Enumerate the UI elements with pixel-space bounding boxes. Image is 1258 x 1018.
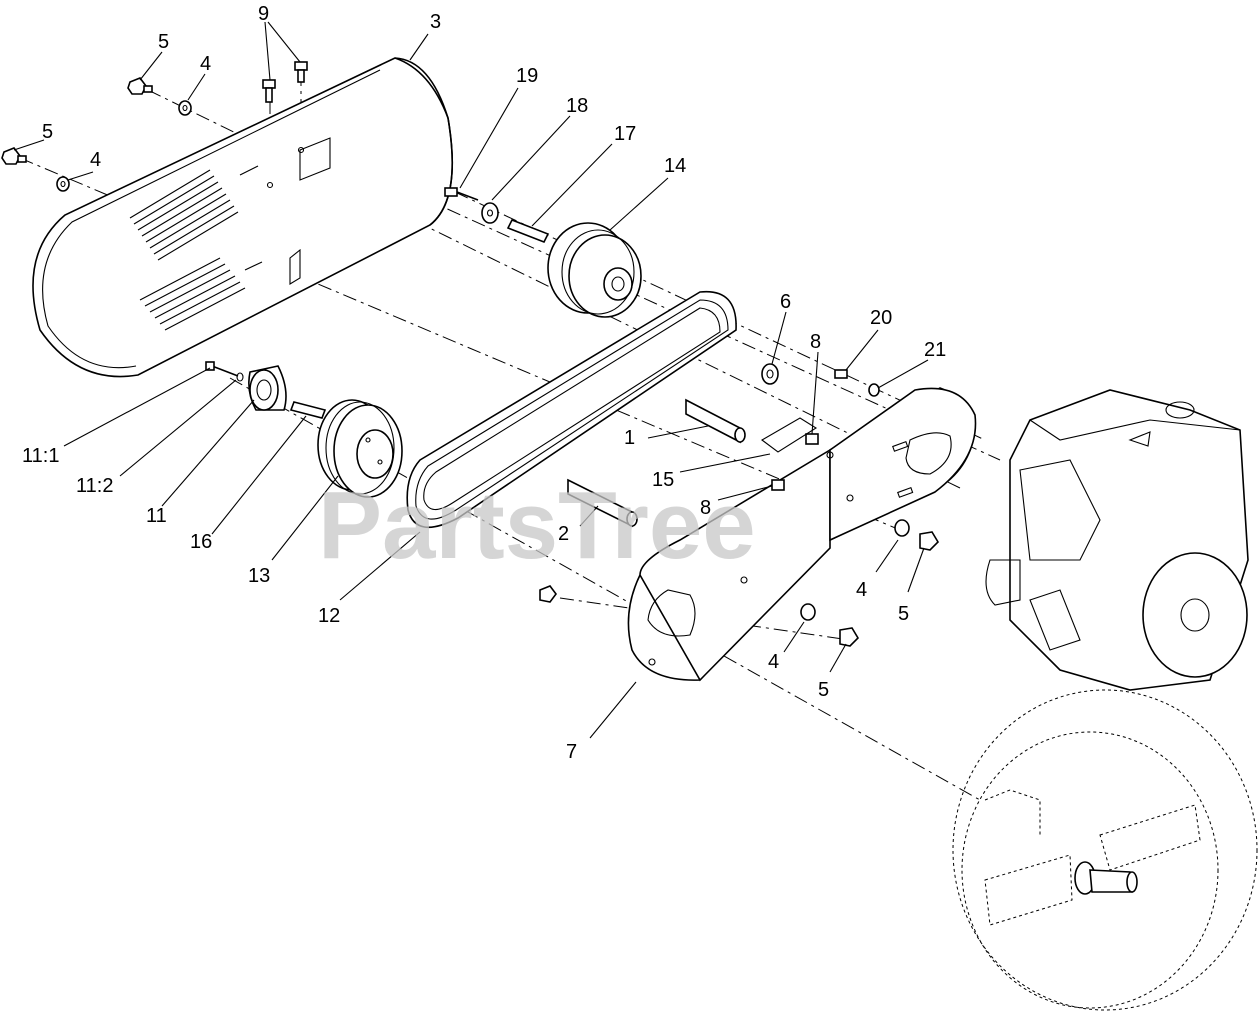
callout-7: 7 xyxy=(566,741,577,763)
callout-5-right: 5 xyxy=(898,603,909,625)
callout-11: 11 xyxy=(146,505,167,527)
callout-20: 20 xyxy=(870,307,892,329)
fan-housing xyxy=(952,689,1258,1011)
callout-5-lower: 5 xyxy=(818,679,829,701)
belt-guard xyxy=(32,57,454,378)
v-belt xyxy=(406,290,737,529)
callout-19: 19 xyxy=(516,65,538,87)
callout-8-lower: 8 xyxy=(700,497,711,519)
callout-13: 13 xyxy=(248,565,270,587)
callout-11-2: 11:2 xyxy=(76,475,113,497)
callout-5-top: 5 xyxy=(158,31,169,53)
callout-5-left: 5 xyxy=(42,121,53,143)
shafts xyxy=(567,398,746,528)
callout-2: 2 xyxy=(558,523,569,545)
callout-4-right: 4 xyxy=(856,579,867,601)
callout-9: 9 xyxy=(258,3,269,25)
upper-pulley-assembly xyxy=(444,187,642,318)
callout-16: 16 xyxy=(190,531,212,553)
callout-1: 1 xyxy=(624,427,635,449)
callout-3: 3 xyxy=(430,11,441,33)
guard-bolts xyxy=(1,61,308,192)
callout-4-top: 4 xyxy=(200,53,211,75)
callout-17: 17 xyxy=(614,123,636,145)
callout-14: 14 xyxy=(664,155,686,177)
callout-18: 18 xyxy=(566,95,588,117)
lower-pulley-assembly xyxy=(205,361,403,498)
callout-4-lower: 4 xyxy=(768,651,779,673)
callout-21: 21 xyxy=(924,339,946,361)
guard-vent-slots xyxy=(129,165,263,331)
callout-11-1: 11:1 xyxy=(22,445,59,467)
watermark: PartsTree xyxy=(318,472,756,579)
callout-6: 6 xyxy=(780,291,791,313)
callout-8-upper: 8 xyxy=(810,331,821,353)
mount-plate xyxy=(627,387,977,682)
callout-12: 12 xyxy=(318,605,340,627)
callout-4-left: 4 xyxy=(90,149,101,171)
leader-lines xyxy=(13,21,929,739)
engine xyxy=(985,389,1249,691)
callout-15: 15 xyxy=(652,469,674,491)
callout-labels: 9 3 5 4 5 4 19 18 17 14 6 8 20 21 1 15 8… xyxy=(22,3,946,763)
